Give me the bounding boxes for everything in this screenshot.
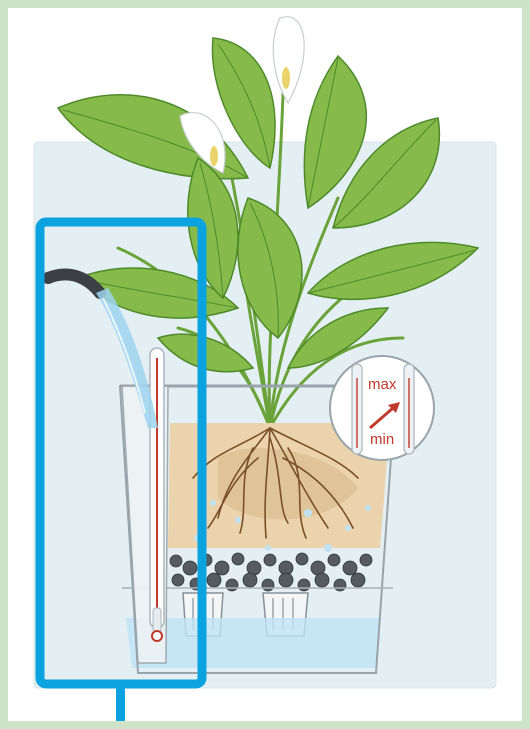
self-watering-pot-diagram: max min	[8, 8, 522, 721]
gauge-max-label: max	[368, 376, 397, 393]
gauge-zoom-callout: max min	[330, 356, 434, 460]
gauge-min-label: min	[370, 431, 394, 448]
water-level-gauge-icon	[150, 348, 164, 641]
callout-connector	[116, 684, 125, 721]
diagram-frame: max min	[8, 8, 522, 721]
